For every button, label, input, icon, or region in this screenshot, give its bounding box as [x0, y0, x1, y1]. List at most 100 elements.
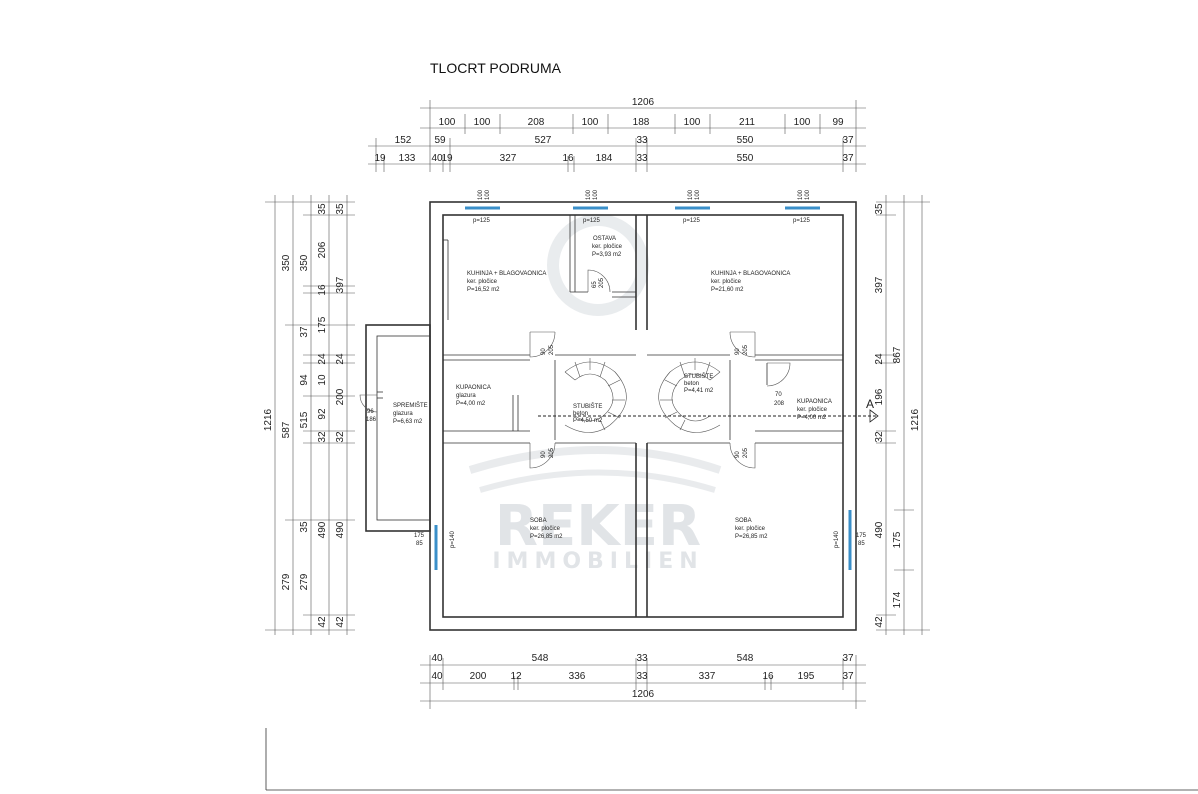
dim-left-c4: 32: [335, 431, 346, 443]
dim-bottom-r2: 33: [636, 671, 648, 682]
top-dimensions: 1206 100 100 208 100 188 100 211 100 99 …: [368, 97, 866, 172]
dim-top-r2: 59: [434, 135, 446, 146]
walls: [365, 201, 857, 631]
dim-top-r1: 100: [439, 117, 456, 128]
window-size: 100: [593, 189, 599, 200]
window-size: 100: [478, 189, 484, 200]
room-bedroom-right: SOBA ker. pločice P=26,85 m2: [735, 518, 768, 540]
dim-left-c4: 175: [317, 316, 328, 333]
dim-top-r1: 188: [633, 117, 650, 128]
dim-bottom-r1: 548: [532, 653, 549, 664]
dim-left-c4: 397: [335, 276, 346, 293]
room-ostava: OSTAVA ker. pločice P=3,93 m2: [592, 236, 623, 258]
room-floor: beton: [573, 411, 588, 417]
room-floor: glazura: [393, 411, 413, 417]
room-staircase-left: STUBIŠTE beton P=4,50 m2: [573, 403, 603, 424]
room-name: KUPAONICA: [456, 385, 491, 391]
door-label: 205: [599, 277, 605, 288]
room-staircase-right: STUBIŠTE beton P=4,41 m2: [684, 373, 714, 394]
dim-top-r3: 550: [737, 153, 754, 164]
door-label: 90: [735, 348, 741, 355]
room-area: P=4,00 m2: [456, 401, 486, 407]
window-label: p=125: [473, 218, 491, 224]
window-label: p=125: [793, 218, 811, 224]
dim-right-c1: 24: [874, 353, 885, 365]
watermark-line2: IMMOBILIEN: [492, 549, 703, 574]
window-label: p=125: [583, 218, 601, 224]
dim-left-c4: 24: [335, 353, 346, 365]
dim-top-r3: 33: [636, 153, 648, 164]
window-labels: p=125 p=125 p=125 p=125 100 100 100 100 …: [414, 189, 867, 548]
room-area: P=4,50 m2: [573, 418, 603, 424]
room-area: P=3,93 m2: [592, 252, 622, 258]
dim-left-c3: 24: [317, 353, 328, 365]
door-label: 205: [743, 447, 749, 458]
right-dimensions: 35 397 24 196 32 490 42 867 175 174 1216: [874, 195, 930, 635]
room-area: P=4,00 m2: [797, 415, 827, 421]
room-name: STUBIŠTE: [684, 373, 713, 380]
dim-top-r2: 37: [842, 135, 854, 146]
dim-top-r2: 33: [636, 135, 648, 146]
section-line: A: [538, 397, 879, 423]
dim-top-r3: 184: [596, 153, 613, 164]
room-name: KUHINJA + BLAGOVAONICA: [711, 271, 790, 277]
room-floor: beton: [684, 381, 699, 387]
room-area: P=16,52 m2: [467, 287, 500, 293]
room-area: P=26,85 m2: [735, 534, 768, 540]
window-size: 100: [586, 189, 592, 200]
room-storage: SPREMIŠTE glazura P=6,63 m2: [393, 402, 428, 425]
dim-left-c4: 490: [335, 521, 346, 538]
door-label: 205: [743, 344, 749, 355]
room-area: P=26,85 m2: [530, 534, 563, 540]
dim-right-c1: 35: [874, 203, 885, 215]
dim-bottom-r1: 33: [636, 653, 648, 664]
door-label: 208: [774, 401, 785, 407]
dim-top-r2: 527: [535, 135, 552, 146]
dim-bottom-r2: 37: [842, 671, 854, 682]
side-window-size: 175: [414, 533, 425, 539]
dim-top-r1: 208: [528, 117, 545, 128]
door-label: 90: [541, 348, 547, 355]
room-area: P=6,63 m2: [393, 419, 423, 425]
dim-left-c3: 37: [299, 326, 310, 338]
side-window-size: 175: [856, 533, 867, 539]
door-label: 90: [541, 451, 547, 458]
door-label: 205: [549, 344, 555, 355]
dim-left-c2: 515: [299, 411, 310, 428]
door-label: 186: [366, 417, 377, 423]
section-marker: A: [866, 397, 874, 411]
dim-bottom-r1: 548: [737, 653, 754, 664]
window-size: 100: [695, 189, 701, 200]
dim-left-c2: 350: [299, 254, 310, 271]
dim-bottom-r2: 12: [510, 671, 522, 682]
dim-left-c3: 92: [317, 408, 328, 420]
dim-left-c3: 490: [317, 521, 328, 538]
plan-title: TLOCRT PODRUMA: [430, 60, 561, 76]
dim-top-r1: 99: [832, 117, 844, 128]
dim-right-c2: 174: [892, 591, 903, 608]
dim-top-r1: 100: [582, 117, 599, 128]
door-label: 65: [592, 281, 598, 288]
dim-top-r1: 100: [684, 117, 701, 128]
watermark-line1: REKER: [495, 494, 701, 559]
dim-right-total: 1216: [910, 408, 921, 431]
frame: [265, 728, 1198, 791]
dim-left-c1: 350: [281, 254, 292, 271]
dim-right-c1: 397: [874, 276, 885, 293]
dim-left-c1: 279: [281, 573, 292, 590]
dim-top-r3: 40: [431, 153, 443, 164]
window-size: 100: [688, 189, 694, 200]
dim-left-c4: 42: [335, 616, 346, 628]
dim-bottom-r2: 16: [762, 671, 774, 682]
dim-top-r3: 133: [399, 153, 416, 164]
dim-left-c4: 35: [335, 203, 346, 215]
room-floor: ker. pločice: [467, 279, 498, 285]
dim-right-c1: 42: [874, 616, 885, 628]
dim-bottom-total: 1206: [632, 689, 655, 700]
dim-bottom-r2: 195: [798, 671, 815, 682]
room-floor: ker. pločice: [735, 526, 766, 532]
watermark: REKER IMMOBILIEN: [468, 214, 722, 574]
dim-left-c4: 200: [335, 388, 346, 405]
door-label: 205: [549, 447, 555, 458]
